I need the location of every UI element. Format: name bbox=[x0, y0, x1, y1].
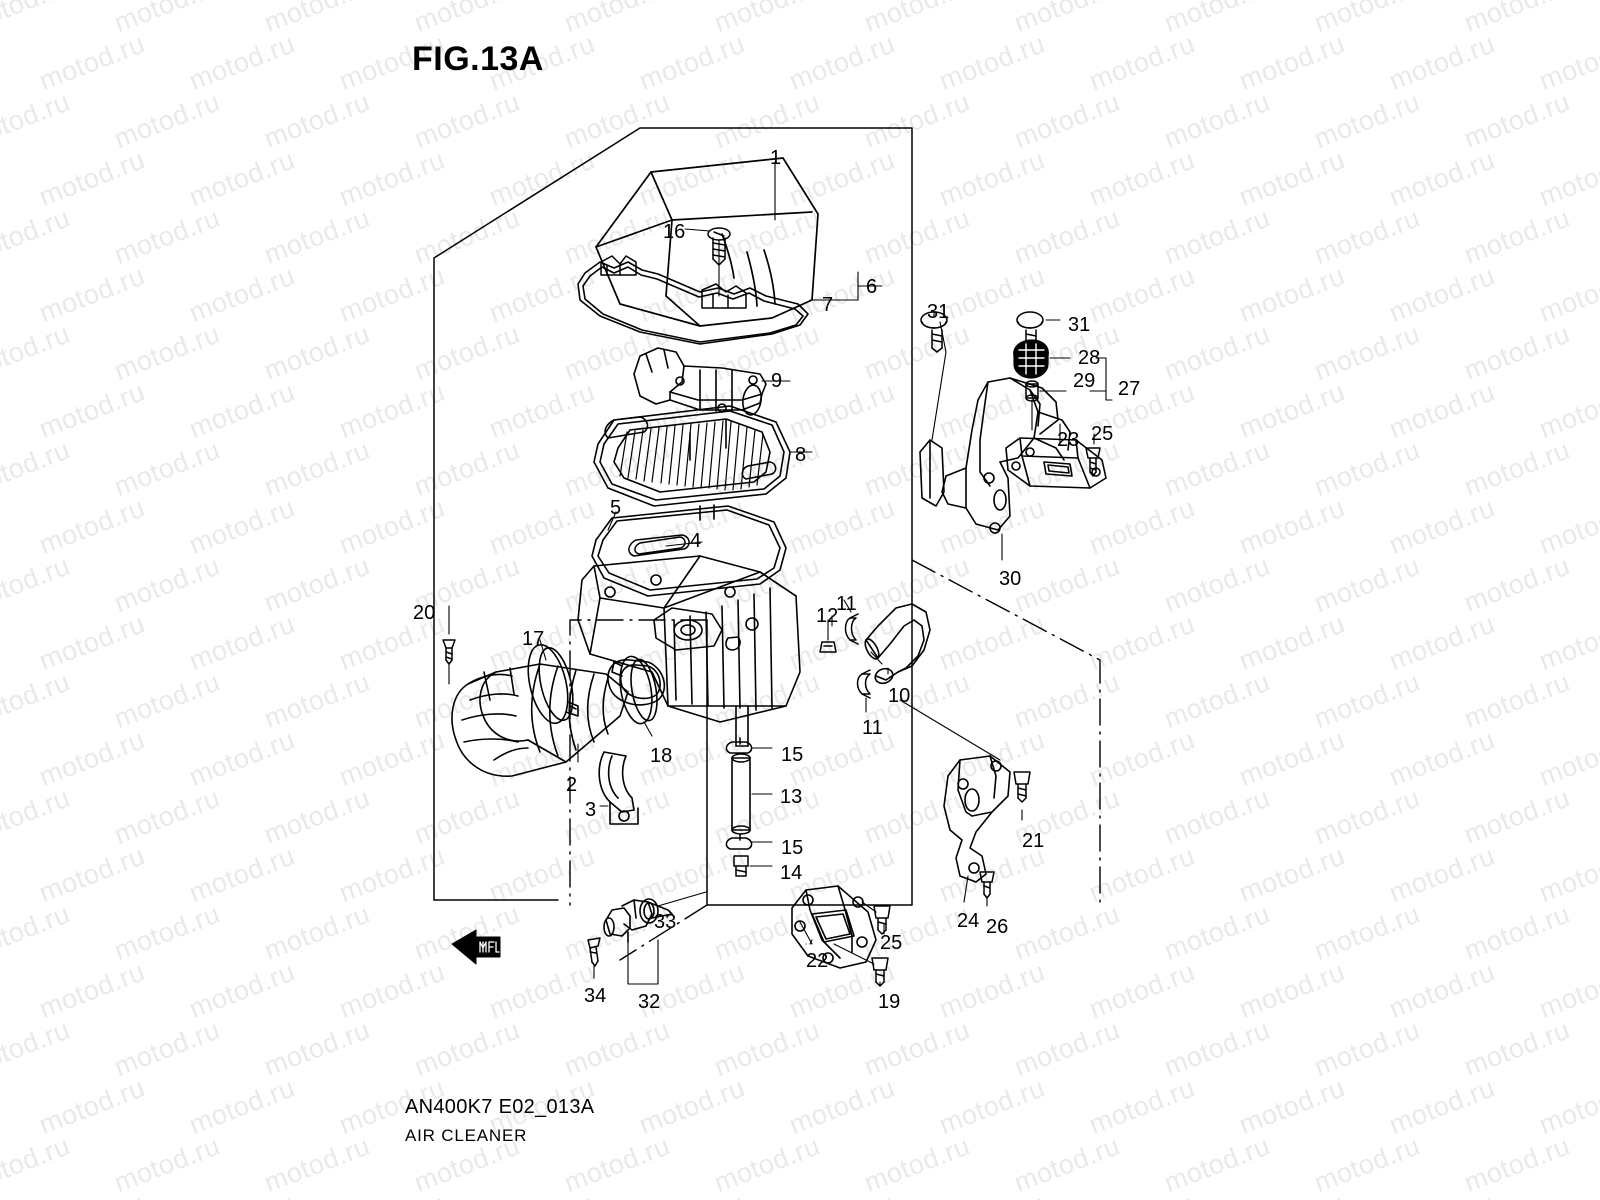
leader-33-stem bbox=[657, 891, 707, 907]
callout-mount-group: 27 bbox=[1118, 378, 1141, 400]
part-bolt-21 bbox=[1013, 771, 1031, 803]
part-breather-hose bbox=[864, 603, 931, 685]
callout-mount-plate: 22 bbox=[806, 950, 829, 972]
leader-22-stem bbox=[799, 921, 813, 945]
callout-cover-screw: 16 bbox=[663, 221, 686, 243]
part-airbox-seal bbox=[628, 534, 690, 557]
part-drain-cap-15a bbox=[725, 737, 753, 754]
leader-24-stem bbox=[963, 875, 969, 903]
model-code-caption: AN400K7 E02_013A bbox=[405, 1096, 595, 1118]
part-mount-plate-22 bbox=[791, 885, 877, 969]
callout-air-cleaner-cover: 1 bbox=[770, 147, 782, 169]
part-iat-sensor-32 bbox=[603, 899, 673, 943]
callout-air-cleaner-bracket: 30 bbox=[999, 568, 1022, 590]
part-hose-clip-11a bbox=[844, 613, 859, 645]
part-air-cleaner-bracket-30 bbox=[919, 377, 1071, 534]
leader-11a-stem bbox=[843, 599, 852, 613]
callout-inlet-clamp: 18 bbox=[650, 745, 673, 767]
part-intake-resonator bbox=[633, 347, 767, 416]
callout-duct-bracket: 3 bbox=[585, 799, 597, 821]
callout-clamp-screw: 26 bbox=[986, 916, 1009, 938]
part-drain-tube-13 bbox=[731, 753, 751, 835]
part-cover-seal bbox=[577, 261, 809, 345]
callout-hose-clip-lower: 11 bbox=[862, 717, 883, 739]
part-screw-26 bbox=[979, 871, 995, 899]
part-bracket-lower-right bbox=[943, 755, 1011, 883]
part-bolt-25b bbox=[873, 905, 891, 935]
fwd-arrow-label-cut bbox=[479, 941, 500, 953]
callout-grommet: 12 bbox=[816, 605, 839, 627]
callout-cushion: 28 bbox=[1078, 347, 1101, 369]
group-boundary-dashed bbox=[569, 559, 1101, 961]
callout-duct-clamp: 17 bbox=[522, 628, 545, 650]
part-airbox-gasket bbox=[591, 505, 787, 597]
callout-drain-plug: 14 bbox=[780, 862, 803, 884]
callout-bracket-bolt: 21 bbox=[1022, 830, 1045, 852]
callout-drain-cap-upper: 15 bbox=[781, 744, 804, 766]
leader-bracket-pointer bbox=[899, 699, 1001, 761]
callout-intake-resonator: 9 bbox=[771, 370, 783, 392]
part-bolt-19 bbox=[871, 957, 889, 987]
callout-hose-clip-upper: 11 bbox=[836, 593, 857, 615]
callout-airbox-seal: 4 bbox=[690, 530, 702, 552]
leader-25b-stem bbox=[861, 901, 877, 913]
callout-plate-bolt-lower: 19 bbox=[878, 991, 901, 1013]
part-drain-plug-14 bbox=[733, 855, 749, 877]
part-bolt-31a bbox=[920, 311, 948, 353]
part-grommet-12 bbox=[819, 641, 837, 653]
callout-clamp-stay: 24 bbox=[957, 910, 980, 932]
part-duct-clamp-17 bbox=[527, 644, 579, 724]
callout-stay-bolt: 25 bbox=[1091, 423, 1114, 445]
callout-air-intake-duct: 2 bbox=[566, 774, 578, 796]
callout-iat-sensor-group: 32 bbox=[638, 991, 661, 1013]
part-o-ring-33 bbox=[639, 898, 659, 924]
callout-air-filter-element: 8 bbox=[795, 444, 807, 466]
callout-plate-bolt-upper: 25 bbox=[880, 932, 903, 954]
callout-breather-hose: 10 bbox=[888, 685, 911, 707]
fwd-arrow-marker bbox=[451, 929, 501, 965]
callout-bracket-bolt-left: 31 bbox=[927, 301, 950, 323]
part-hose-clip-11b bbox=[856, 669, 871, 699]
callout-cover-seal: 7 bbox=[822, 294, 834, 316]
part-bolt-25a bbox=[1085, 447, 1101, 477]
part-stay-bracket-23 bbox=[1005, 437, 1107, 489]
part-air-filter-element bbox=[593, 405, 791, 521]
diagram-caption: AIR CLEANER bbox=[405, 1126, 528, 1145]
part-cushion-28-detail bbox=[1018, 343, 1045, 375]
part-duct-bracket bbox=[598, 751, 639, 825]
part-duct-screw-20 bbox=[442, 639, 456, 665]
leader-10-arrow bbox=[870, 651, 883, 665]
callout-bracket-bolt-right: 31 bbox=[1068, 314, 1091, 336]
part-screw-34 bbox=[587, 937, 601, 967]
callout-drain-tube: 13 bbox=[780, 786, 803, 808]
part-air-intake-duct bbox=[451, 663, 629, 777]
callout-spacer: 29 bbox=[1073, 370, 1096, 392]
callout-o-ring: 33 bbox=[654, 911, 677, 933]
part-inlet-clamp-18 bbox=[611, 655, 658, 725]
part-spacer-29 bbox=[1025, 380, 1039, 402]
callout-sensor-screw: 34 bbox=[584, 985, 607, 1007]
part-cushion-28 bbox=[1013, 339, 1049, 379]
part-drain-cap-15b bbox=[725, 833, 753, 850]
figure-title: FIG.13A bbox=[412, 40, 544, 78]
leader-32-bracket bbox=[627, 939, 659, 985]
leader-19-stem bbox=[833, 943, 875, 965]
callout-stay-bracket: 23 bbox=[1057, 429, 1080, 451]
leader-lines bbox=[539, 161, 1113, 987]
callout-airbox-gasket: 5 bbox=[610, 497, 622, 519]
callout-cover-assembly-group: 6 bbox=[866, 276, 878, 298]
part-airbox-body bbox=[577, 555, 801, 747]
callout-drain-cap-lower: 15 bbox=[781, 837, 804, 859]
callout-duct-screw: 20 bbox=[413, 602, 436, 624]
group-boundary-outline bbox=[433, 127, 913, 906]
